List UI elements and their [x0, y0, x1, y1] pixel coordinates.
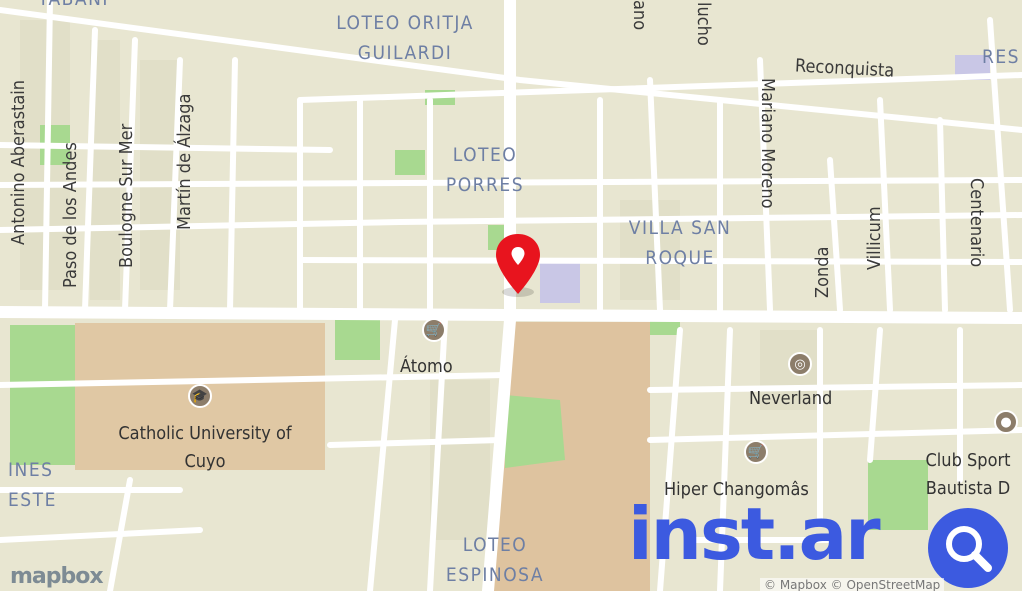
street-label-lucho: lucho: [693, 2, 714, 46]
neighborhood-label-villa-san-roque: VILLA SAN ROQUE: [628, 217, 732, 269]
poi-label-atomo[interactable]: Átomo: [400, 356, 453, 377]
sport-icon[interactable]: ●: [994, 410, 1018, 434]
watermark-logo: inst.ar: [628, 492, 881, 576]
amusement-icon[interactable]: ◎: [788, 352, 812, 376]
poi-label-club-sport[interactable]: Club Sport Bautista D: [925, 450, 1011, 499]
mapbox-logo-text: mapbox: [10, 564, 104, 589]
street-label-mariano-moreno: Mariano Moreno: [757, 78, 778, 209]
street-label-boulogne-sur-mer: Boulogne Sur Mer: [116, 123, 137, 268]
street-label-martin-de-alzaga: Martín de Álzaga: [174, 93, 195, 230]
graduation-cap-icon[interactable]: 🎓: [188, 384, 212, 408]
neighborhood-label-ines: INES: [8, 459, 54, 481]
street-label-ano: ano: [629, 0, 650, 31]
street-label-paso-de-los-andes: Paso de los Andes: [60, 142, 81, 288]
neighborhood-label-res: RES: [982, 46, 1021, 68]
shopping-cart-icon[interactable]: 🛒: [422, 318, 446, 342]
neighborhood-label-loteo-espinosa: LOTEO ESPINOSA: [445, 534, 545, 586]
street-label-antonino-aberastain: Antonino Aberastain: [8, 79, 29, 245]
location-pin-icon[interactable]: [494, 232, 542, 298]
poi-label-hiper-changomas[interactable]: Hiper Changomâs: [664, 479, 809, 500]
neighborhood-label-top-left: YABANI: [38, 0, 109, 9]
mapbox-logo[interactable]: mapbox: [10, 564, 104, 589]
street-label-villicum: Villicum: [864, 206, 885, 270]
poi-label-neverland[interactable]: Neverland: [749, 388, 833, 409]
search-icon: [928, 508, 1008, 588]
map-attribution[interactable]: © Mapbox © OpenStreetMap: [760, 578, 945, 591]
neighborhood-label-este: ESTE: [8, 489, 57, 511]
shopping-cart-icon[interactable]: 🛒: [744, 440, 768, 464]
street-label-centenario: Centenario: [966, 178, 987, 268]
street-label-reconquista: Reconquista: [794, 55, 895, 82]
street-label-zonda: Zonda: [812, 246, 833, 298]
poi-label-catholic-university[interactable]: Catholic University of Cuyo: [118, 423, 292, 472]
neighborhood-label-loteo-porres: LOTEO PORRES: [445, 144, 525, 196]
neighborhood-label-loteo-oritja-guilardi: LOTEO ORITJA GUILARDI: [336, 12, 474, 64]
